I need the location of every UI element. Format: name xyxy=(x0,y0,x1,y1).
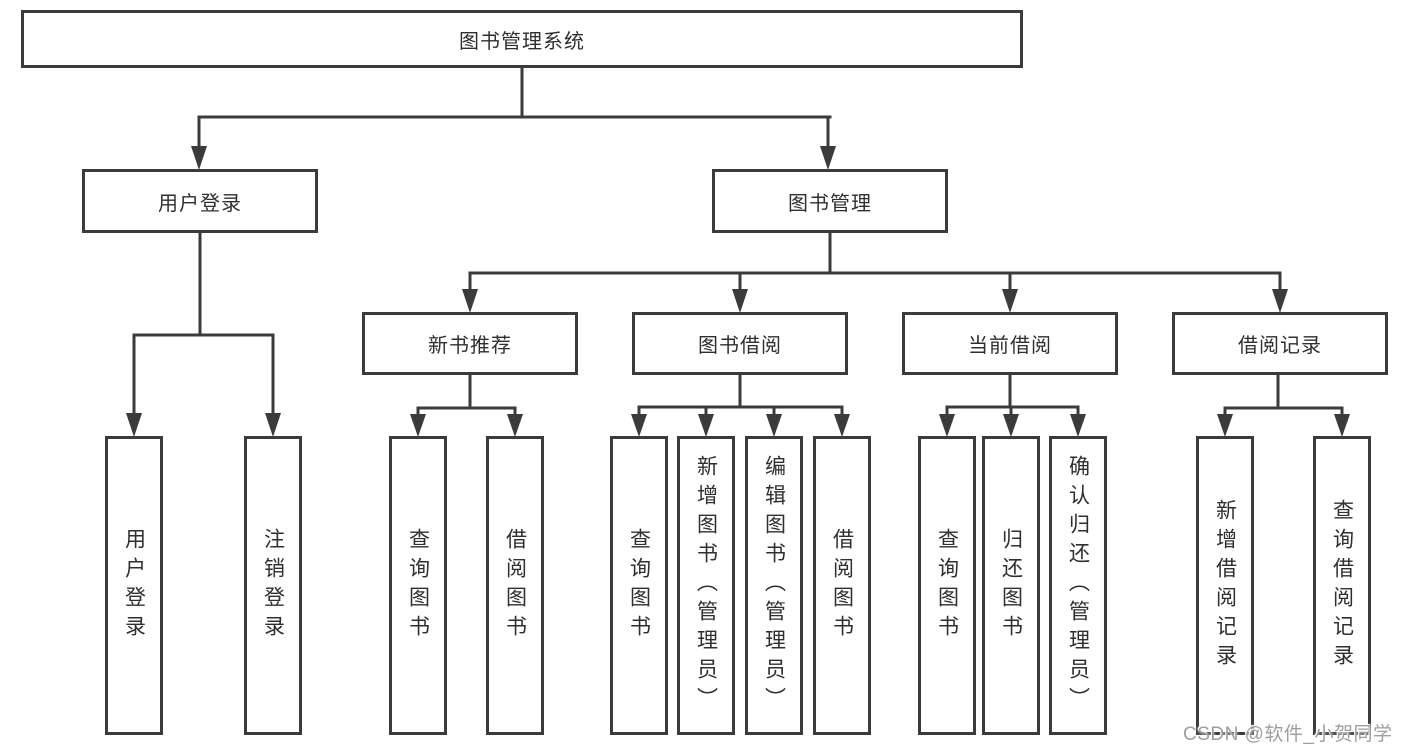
arrowhead-icon xyxy=(191,146,207,170)
arrowhead-icon xyxy=(732,289,748,313)
arrowhead-icon xyxy=(939,414,955,437)
node-new-book-recommend: 新书推荐 xyxy=(362,312,578,375)
arrowhead-icon xyxy=(820,146,836,170)
node-current-borrow: 当前借阅 xyxy=(902,312,1118,375)
leaf-return-book: 归还图书 xyxy=(982,436,1040,735)
arrowhead-icon xyxy=(1002,289,1018,313)
arrowhead-icon xyxy=(410,414,426,437)
leaf-edit-book-admin: 编辑图书（管理员） xyxy=(745,436,803,735)
arrowhead-icon xyxy=(834,414,850,437)
leaf-query-borrow-record: 查询借阅记录 xyxy=(1313,436,1371,735)
leaf-user-login: 用户登录 xyxy=(105,436,163,735)
leaf-query-books-borrow: 查询图书 xyxy=(610,436,668,735)
arrowhead-icon xyxy=(507,414,523,437)
arrowhead-icon xyxy=(126,413,142,437)
arrowhead-icon xyxy=(265,413,281,437)
leaf-add-borrow-record: 新增借阅记录 xyxy=(1196,436,1254,735)
arrowhead-icon xyxy=(1070,414,1086,437)
leaf-query-books-current: 查询图书 xyxy=(918,436,976,735)
arrowhead-icon xyxy=(1334,414,1350,437)
node-book-borrow: 图书借阅 xyxy=(632,312,848,375)
arrowhead-icon xyxy=(1272,289,1288,313)
csdn-watermark: CSDN @软件_小贺同学 xyxy=(1183,724,1393,745)
arrowhead-icon xyxy=(1217,414,1233,437)
leaf-borrow-books-recommend: 借阅图书 xyxy=(486,436,544,735)
leaf-logout: 注销登录 xyxy=(244,436,302,735)
root-node-library-system: 图书管理系统 xyxy=(21,10,1023,68)
leaf-add-book-admin: 新增图书（管理员） xyxy=(677,436,735,735)
arrowhead-icon xyxy=(1003,414,1019,437)
leaf-borrow-books: 借阅图书 xyxy=(813,436,871,735)
arrowhead-icon xyxy=(698,414,714,437)
node-user-login: 用户登录 xyxy=(82,169,318,233)
arrowhead-icon xyxy=(462,289,478,313)
node-borrow-records: 借阅记录 xyxy=(1172,312,1388,375)
leaf-confirm-return-admin: 确认归还（管理员） xyxy=(1049,436,1107,735)
node-book-management: 图书管理 xyxy=(712,169,948,233)
leaf-query-books-recommend: 查询图书 xyxy=(389,436,447,735)
arrowhead-icon xyxy=(631,414,647,437)
arrowhead-icon xyxy=(766,414,782,437)
